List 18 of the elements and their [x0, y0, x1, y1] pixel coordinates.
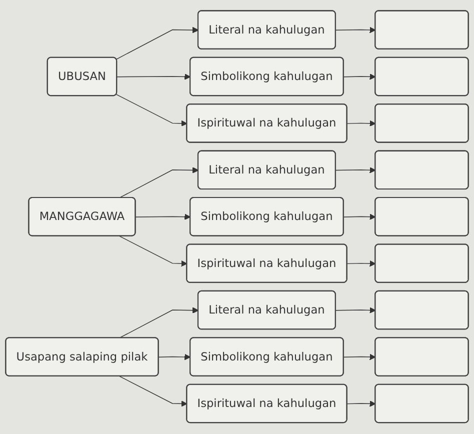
arrow — [135, 214, 191, 220]
arrow — [343, 74, 376, 80]
arrow — [343, 354, 376, 360]
arrow — [335, 308, 376, 314]
arrow — [116, 27, 199, 60]
arrow — [346, 260, 376, 268]
arrow — [119, 167, 199, 199]
arrow — [335, 27, 376, 34]
arrow — [116, 74, 191, 80]
arrow — [119, 308, 199, 339]
arrow — [119, 236, 188, 268]
arrow — [346, 120, 376, 127]
arrow — [343, 214, 376, 220]
arrow — [119, 376, 188, 408]
arrow — [158, 354, 191, 360]
arrow — [116, 94, 188, 127]
arrow — [346, 400, 376, 408]
arrow — [335, 167, 376, 174]
